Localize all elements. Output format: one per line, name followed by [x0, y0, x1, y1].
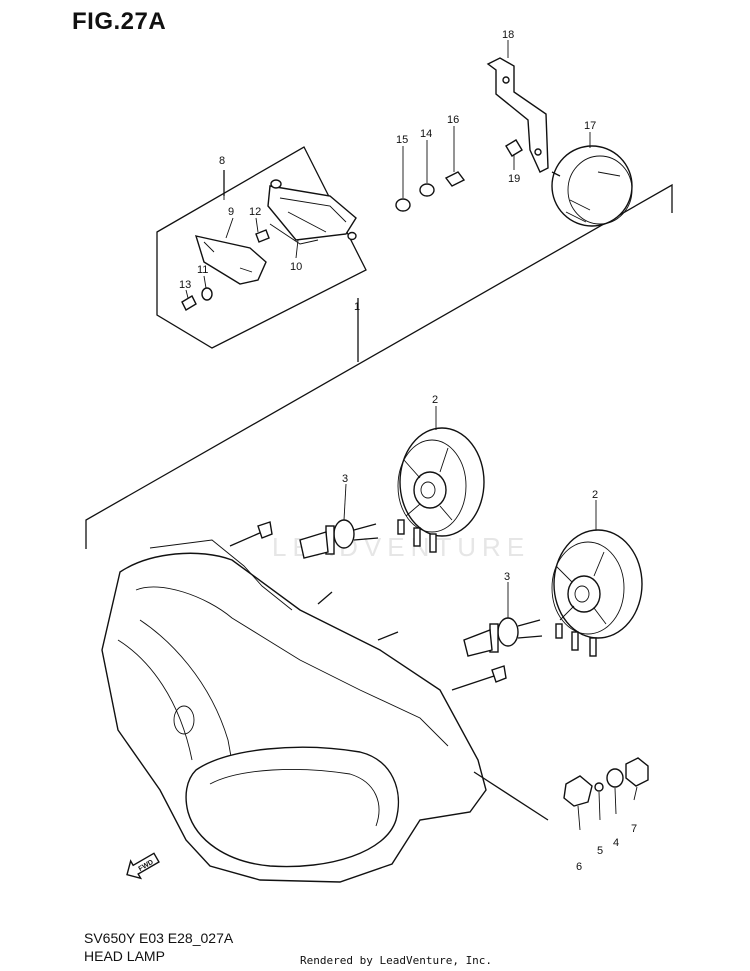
callout-10: 10 [290, 261, 302, 273]
callout-8: 8 [219, 155, 225, 167]
reflector-17 [551, 145, 633, 227]
callout-7: 7 [631, 823, 637, 835]
reflector-group [395, 57, 633, 227]
collar-5 [594, 782, 604, 792]
callout-3-lower: 3 [504, 571, 510, 583]
bolt-16 [444, 171, 466, 187]
washer-14 [419, 183, 435, 197]
screw-13 [181, 295, 197, 311]
turn-signal-lens [194, 235, 267, 285]
washer-15 [395, 198, 411, 212]
fwd-direction-marker: FWD [126, 852, 160, 880]
callout-2-lower: 2 [592, 489, 598, 501]
callout-3-upper: 3 [342, 473, 348, 485]
nut-19 [505, 139, 523, 157]
callout-4: 4 [613, 837, 619, 849]
callouts: 1 2 2 3 3 4 5 6 7 8 9 10 11 12 13 14 15 … [179, 29, 637, 873]
callout-18: 18 [502, 29, 514, 41]
turn-signal-group [156, 146, 367, 349]
fwd-arrow-icon [126, 852, 160, 880]
callout-9: 9 [228, 206, 234, 218]
turn-signal-bulb [255, 229, 270, 243]
section-name: HEAD LAMP [84, 948, 165, 964]
render-credit: Rendered by LeadVenture, Inc. [300, 954, 493, 967]
callout-1: 1 [354, 301, 360, 313]
model-code: SV650Y E03 E28_027A [84, 930, 234, 946]
callout-11: 11 [197, 264, 208, 276]
leader-lines [185, 40, 638, 831]
bulb-socket-lower [551, 529, 643, 657]
fastener-group [563, 757, 649, 807]
headlamp-lens [185, 746, 400, 868]
callout-6: 6 [576, 861, 582, 873]
bulb-socket-upper [397, 427, 485, 553]
callout-17: 17 [584, 120, 596, 132]
nut-7 [625, 757, 649, 787]
headlamp-housing [101, 521, 549, 883]
bracket-18 [486, 57, 549, 173]
halogen-bulb-upper [299, 519, 379, 559]
callout-13: 13 [179, 279, 191, 291]
callout-2-upper: 2 [432, 394, 438, 406]
washer-11 [201, 287, 213, 301]
callout-19: 19 [508, 173, 520, 185]
halogen-bulb-lower [463, 617, 543, 657]
callout-5: 5 [597, 845, 603, 857]
figure-title: FIG.27A [72, 8, 167, 35]
callout-16: 16 [447, 114, 459, 126]
grommet-6 [563, 775, 593, 807]
callout-15: 15 [396, 134, 408, 146]
washer-4 [606, 768, 624, 788]
callout-14: 14 [420, 128, 432, 140]
assembly-bracket-1 [85, 183, 673, 549]
callout-12: 12 [249, 206, 261, 218]
